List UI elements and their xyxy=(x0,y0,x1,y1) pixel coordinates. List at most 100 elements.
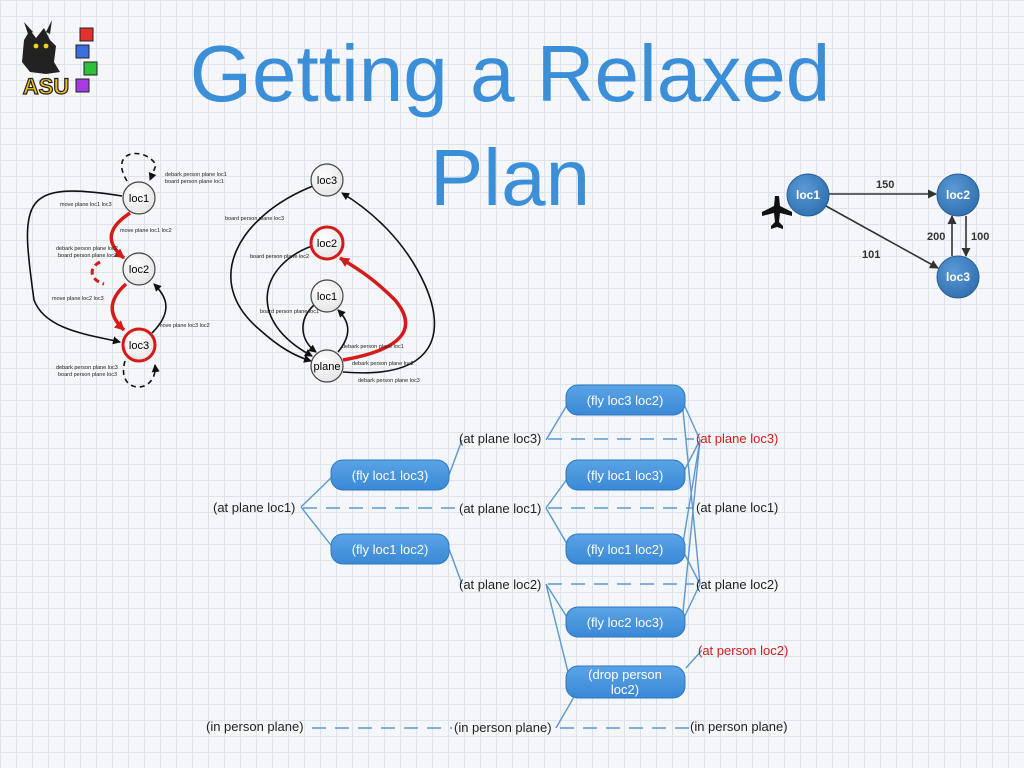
airplane-icon xyxy=(762,196,792,229)
prop-at-plane-loc3-l1: (at plane loc3) xyxy=(459,431,541,446)
connector xyxy=(300,474,335,508)
edge-loc2-loc3-highlight xyxy=(110,282,128,332)
label-board-loc3: board person plane loc3 xyxy=(225,216,284,222)
blue-block-icon xyxy=(75,44,90,59)
edge-debark-loc3 xyxy=(341,192,436,374)
prop-at-plane-loc2-l1: (at plane loc2) xyxy=(459,577,541,592)
prop-at-plane-loc1-l0: (at plane loc1) xyxy=(213,500,295,515)
label-debark-loc1: debark person plane loc1 xyxy=(165,172,227,178)
edge-debark-loc2-highlight xyxy=(339,256,408,362)
prop-at-person-loc2-l2: (at person loc2) xyxy=(698,643,788,658)
map-node-loc2-label: loc2 xyxy=(946,188,970,202)
title-line-1: Getting a Relaxed xyxy=(189,29,831,118)
loc2-self-loop-highlight xyxy=(90,260,105,286)
distance-100: 100 xyxy=(971,231,989,243)
edge-loc1-loc3 xyxy=(26,190,123,345)
edge-board-loc2 xyxy=(266,245,313,357)
connector xyxy=(545,507,571,550)
connector xyxy=(681,439,701,550)
label-move-loc1-loc2: move plane loc1 loc2 xyxy=(120,228,172,234)
map-node-loc3 xyxy=(936,255,980,299)
prop-in-person-plane-l2: (in person plane) xyxy=(690,719,788,734)
connector xyxy=(300,506,335,550)
connector xyxy=(545,399,571,441)
map-node-loc1-label: loc1 xyxy=(796,188,820,202)
distance-101: 101 xyxy=(862,249,880,261)
green-block-icon xyxy=(83,61,98,76)
connector xyxy=(448,439,463,476)
edge-debark-loc1 xyxy=(337,309,349,353)
action-fly-loc2-loc3-l2: (fly loc2 loc3) xyxy=(565,606,686,638)
label-debark-loc2: debark person plane loc2 xyxy=(56,246,118,252)
action-fly-loc1-loc2-l2: (fly loc1 loc2) xyxy=(565,533,686,565)
prop-at-plane-loc3-l2: (at plane loc3) xyxy=(696,431,778,446)
action-label: (fly loc1 loc2) xyxy=(352,542,429,557)
action-label-line-2: loc2) xyxy=(611,682,639,697)
node-loc3 xyxy=(121,327,157,363)
edge-board-loc1 xyxy=(302,304,317,353)
label-board-loc2: board person plane loc2 xyxy=(250,254,309,260)
asu-logo: ASU xyxy=(22,20,98,100)
planning-graph: (fly loc1 loc3) (fly loc1 loc2) (fly loc… xyxy=(206,384,788,735)
label-debark-loc3: debark person plane loc3 xyxy=(358,378,420,384)
node-loc3-label: loc3 xyxy=(317,175,337,187)
node-loc3-label: loc3 xyxy=(129,340,149,352)
action-fly-loc1-loc3-l1: (fly loc1 loc3) xyxy=(330,459,450,491)
action-fly-loc1-loc3-l2: (fly loc1 loc3) xyxy=(565,459,686,491)
edge-loc1-loc2-highlight xyxy=(109,211,131,260)
label-board-loc3: board person plane loc3 xyxy=(58,372,117,378)
loc3-self-loop xyxy=(122,360,160,388)
distance-200: 200 xyxy=(927,231,945,243)
edge-board-loc3 xyxy=(230,185,314,363)
action-fly-loc3-loc2-l2: (fly loc3 loc2) xyxy=(565,384,686,416)
prop-at-plane-loc1-l1: (at plane loc1) xyxy=(459,501,541,516)
distance-150: 150 xyxy=(876,179,894,191)
node-loc1-label: loc1 xyxy=(129,193,149,205)
connector xyxy=(555,696,575,729)
prop-in-person-plane-l1: (in person plane) xyxy=(454,720,552,735)
label-debark-loc1: debark person plane loc1 xyxy=(342,344,404,350)
asu-logo-text: ASU xyxy=(23,74,69,99)
loc1-self-loop xyxy=(120,152,157,182)
devil-mascot-icon xyxy=(22,28,60,74)
label-move-loc3-loc2: move plane loc3 loc2 xyxy=(158,323,210,329)
plane-location-diagram: loc3 loc2 loc1 plane board person plane … xyxy=(225,163,436,384)
label-board-loc2: board person plane loc2 xyxy=(58,253,117,259)
action-label-line-1: (drop person xyxy=(588,667,662,682)
connector xyxy=(685,649,703,669)
route-map: loc1 loc2 loc3 150 200 100 101 xyxy=(762,173,989,299)
map-node-loc1 xyxy=(786,173,830,217)
action-label: (fly loc1 loc2) xyxy=(587,542,664,557)
action-fly-loc1-loc2-l1: (fly loc1 loc2) xyxy=(330,533,450,565)
connector xyxy=(448,548,463,585)
map-node-loc3-label: loc3 xyxy=(946,270,970,284)
prop-at-plane-loc2-l2: (at plane loc2) xyxy=(696,577,778,592)
prop-at-plane-loc1-l2: (at plane loc1) xyxy=(696,500,778,515)
action-label: (fly loc1 loc3) xyxy=(587,468,664,483)
action-label: (fly loc3 loc2) xyxy=(587,393,664,408)
node-loc2 xyxy=(309,225,345,261)
red-block-icon xyxy=(79,27,94,42)
label-board-loc1: board person plane loc1 xyxy=(260,309,319,315)
purple-block-icon xyxy=(75,78,90,93)
action-drop-person-loc2-l2: (drop person loc2) xyxy=(565,665,686,699)
node-plane xyxy=(310,349,344,383)
title-line-2: Plan xyxy=(429,133,591,222)
node-plane-label: plane xyxy=(314,361,341,373)
label-debark-loc3: debark person plane loc3 xyxy=(56,365,118,371)
map-node-loc2 xyxy=(936,173,980,217)
edge-loc3-loc2 xyxy=(151,283,167,334)
connector xyxy=(681,399,701,441)
connector xyxy=(681,439,701,623)
node-loc1-label: loc1 xyxy=(317,291,337,303)
location-state-diagram: loc1 loc2 loc3 debark person plane loc1 … xyxy=(26,152,227,388)
node-loc3 xyxy=(310,163,344,197)
label-debark-loc2: debark person plane loc2 xyxy=(352,361,414,367)
label-board-loc1: board person plane loc1 xyxy=(165,179,224,185)
node-loc1 xyxy=(122,181,156,215)
devil-horns-icon xyxy=(24,20,52,34)
slide-title: Getting a Relaxed Plan xyxy=(150,22,870,230)
prop-in-person-plane-l0: (in person plane) xyxy=(206,719,304,734)
node-loc1 xyxy=(310,279,344,313)
